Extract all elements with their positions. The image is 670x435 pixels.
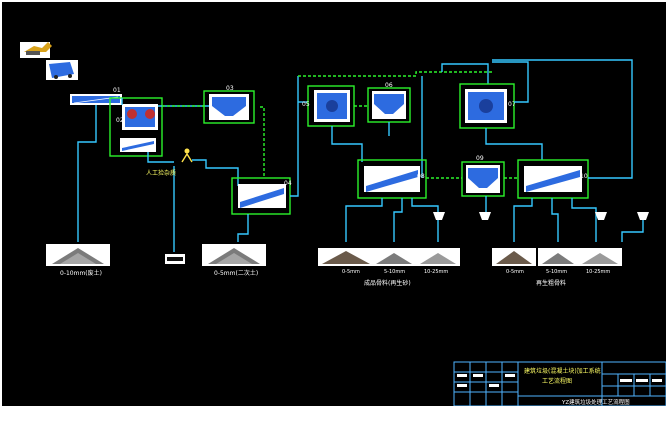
screen-3-frame [517,159,589,199]
title-footer: YZ建筑垃圾处理工艺流程图 [561,398,630,406]
cad-canvas: 01 02 [2,2,666,406]
pile-3c-label: 10-25mm [424,269,448,275]
jaw-crusher [122,104,158,130]
pipe-screen1-to-pile2 [237,214,249,242]
screen-1-tag: 04 [284,180,292,187]
stockpile-2 [202,244,266,266]
pipe-belt-to-pick [147,152,174,163]
bin-2 [372,91,406,119]
flow-diagram: 01 02 [20,42,666,406]
waste-bin [165,254,185,264]
pipe-feeder-to-waste [77,105,97,242]
jaw-crusher-tag: 02 [116,117,124,124]
pipe-impact1-to-screen2 [331,126,363,162]
stockpile-4b [538,248,578,266]
impact-crusher-2 [465,89,507,123]
bin-3 [466,165,500,193]
pipe-top-loop [298,71,492,77]
jaw-crusher-frame [109,97,163,157]
pile-3b-label: 5-10mm [384,269,405,275]
title-line-2: 工艺流程图 [542,377,572,385]
impact-crusher-1-tag: 05 [302,101,310,108]
bin-3-tag: 09 [476,155,484,162]
pile-4a-label: 0-5mm [506,269,524,275]
title-line-1: 建筑垃圾(混凝土块)加工系统 [524,367,601,375]
pile-4c-label: 10-25mm [586,269,610,275]
pipe-bin1-to-screen1 [260,106,265,178]
stockpile-3a [318,248,374,266]
pile-4b-label: 5-10mm [546,269,567,275]
stockpile-4a [492,248,536,266]
pipe-to-pile3b [393,198,403,242]
pile-1-label: 0-10mm(废土) [60,269,102,277]
stockpile-3c [416,248,460,266]
pile-3a-label: 0-5mm [342,269,360,275]
bin-2-tag: 06 [385,82,393,89]
bin-1 [209,94,249,120]
stockpile-3b [372,248,416,266]
vibrating-screen-3 [524,166,582,192]
impact-crusher-2-frame [459,83,515,129]
worker-icon [181,148,193,163]
vibrating-screen-1 [238,184,286,208]
pipe-screen3-return [492,59,633,179]
pipe-to-pile4c [571,198,597,242]
screen-2-tag: 08 [417,173,425,180]
pipe-impact2-to-screen3 [485,128,543,160]
screen-3-tag: 10 [580,173,588,180]
impact-crusher-1 [314,90,350,122]
screen-2-frame [357,159,427,199]
stockpile-4c [578,248,622,266]
stockpile-1 [46,244,110,266]
truck-icon [46,60,78,80]
manual-pick-label: 人工捡杂质 [146,169,176,177]
feeder-tag: 01 [113,87,121,94]
pipe-to-pile4b [551,198,559,242]
group-left-label: 成品骨料(再生砂) [364,279,411,287]
pipe-pick-to-screen1 [192,159,239,186]
pipe-to-pile3a [345,198,383,242]
pipe-to-pile3c [411,198,439,242]
bin-1-frame [203,90,255,124]
pipe-impact2-loop [492,61,529,103]
bin-1-tag: 03 [226,85,234,92]
excavator-icon [20,42,52,58]
bin-3-frame [461,161,505,197]
pile-2-label: 0-5mm(二次土) [214,269,258,277]
pipe-top-to-crusher2 [441,63,489,84]
pipe-hopper-right [621,220,644,242]
pipe-screen1-up [290,76,299,197]
title-block [453,361,666,406]
pipe-to-pile4a [513,198,533,242]
hopper-icon [433,212,649,220]
vibrating-feeder [70,94,122,105]
group-right-label: 再生粗骨料 [536,279,566,287]
vibrating-screen-2 [364,166,420,192]
impact-crusher-2-tag: 07 [508,101,516,108]
belt-conveyor-1 [120,138,156,152]
